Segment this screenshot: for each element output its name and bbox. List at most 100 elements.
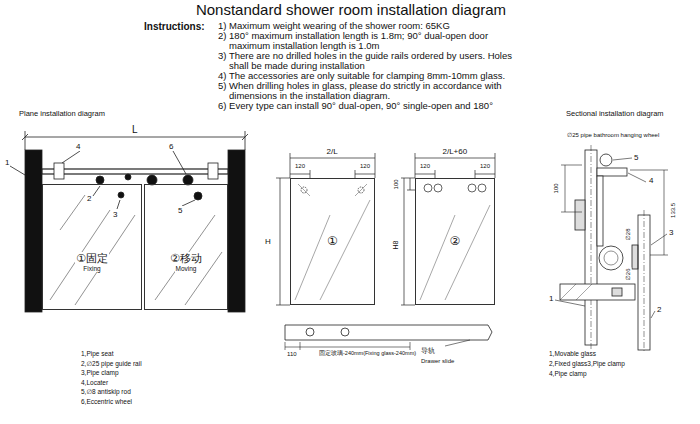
drawer-slide-part [300,342,301,350]
panel-drawing-part [295,215,330,300]
panel-title: ② [449,235,462,249]
instruction-item: 2) 180° maximum installation length is 1… [218,31,530,51]
section-drawing [555,145,668,352]
panel-drawing-part [290,158,375,159]
section-drawing-part [650,255,668,256]
panel-drawing-part [298,184,310,196]
section-drawing-part [612,288,622,296]
plane-drawing-part [117,200,120,209]
drawer-slide-part [285,342,286,350]
plane-drawing-part [208,163,218,179]
panel-drawing-part [434,184,442,192]
plane-drawing-part [25,150,42,312]
panel-drawing-part [401,305,415,306]
label: 110 [286,351,298,358]
label: 4 [648,176,654,185]
label: ∅25 pipe bathroom hanging wheel [566,132,660,139]
plane-drawing-part [155,215,215,300]
plane-drawing [10,131,248,312]
title: Nonstandard shower room installation dia… [0,1,700,18]
plane-drawing-part [245,131,246,150]
section-drawing-part [651,234,667,245]
section-drawing-part [644,210,645,352]
label: Instructions: [143,21,206,33]
label: 120 [359,163,371,170]
section-drawing-part [560,284,576,300]
drawer-slide-part [285,325,492,340]
section-drawing-part [664,170,665,255]
panel-drawing-part [475,174,495,175]
label: 5 [177,206,183,215]
section-drawing-part [561,165,582,166]
plane-drawing-part [75,215,135,305]
label: Plane installation diagram [18,110,106,119]
panel-title: ① [326,235,339,249]
drawer-slide-part [285,347,410,348]
section-drawing-part [613,158,632,160]
panel-drawing-part [290,174,310,175]
section-drawing-part [632,245,638,269]
panel-drawing-part [478,184,486,192]
label: 3 [668,228,674,237]
plane-drawing-part [93,186,100,196]
panel-drawing-part [310,170,311,178]
label: 1 [548,294,554,303]
label: 6,Eccentric wheel [80,398,133,405]
plane-drawing-part [42,169,228,174]
glass-panel: ① [290,178,375,305]
panel-drawing-part [404,178,405,305]
instruction-item: 6) Every type can install 90° dual-open,… [218,101,530,111]
panel-drawing-part [276,305,290,306]
panel-drawing-part [280,178,281,305]
dimension: 100 [393,178,400,190]
panel-drawing-part [415,158,495,159]
plane-drawing-part [118,192,124,198]
label: 固定玻璃-240mm(Fixing glass-240mm) [318,350,417,356]
plane-drawing-part [25,131,26,150]
label: 2,∅25 pipe guide rail [80,360,143,367]
section-drawing-part [560,284,635,300]
section-drawing-part [565,165,566,212]
section-drawing-part [591,145,592,352]
plane-drawing-part [242,134,248,140]
label: 2 [86,194,92,203]
label: 1 [4,158,10,167]
panel-drawing-part [415,174,435,175]
label: 2/L [326,147,339,156]
label: Drawer slide [420,358,455,365]
panel-drawing-part [355,184,367,196]
plane-drawing-part [96,176,104,184]
plane-drawing-part [54,163,64,179]
plane-drawing-part [173,151,186,174]
section-drawing-part [575,200,585,230]
label: H [264,237,272,246]
instruction-item: 3) There are no drilled holes in the gui… [218,51,530,71]
panel-drawing-part [355,174,375,175]
label: 3,Pipe clamp [80,369,120,376]
section-drawing-part [630,170,668,171]
drawer-slide-part [306,328,314,336]
section-drawing-part [555,300,585,306]
plane-drawing-part [25,137,245,138]
plane-drawing-part [62,151,80,163]
label: Sectional installation diagram [565,110,665,119]
panel-drawing-part [355,170,356,178]
label: 5,∅8 antiskip rod [80,388,132,395]
instruction-item: 5) When drilling holes in glass, please … [218,81,530,101]
panel-drawing-part [420,215,455,300]
section-drawing-part [576,284,592,300]
dimension: ∅26 [625,267,632,281]
panel-drawing-part [435,170,436,178]
dimension: 133.5 [670,201,677,218]
panel-title: ①固定 [75,252,109,265]
dimension: ∅28 [625,227,632,241]
plane-drawing-part [22,134,28,140]
label: L [131,124,139,136]
panel-drawing-part [468,184,476,192]
instruction-item: 1) Maximum weight wearing of the shower … [218,21,530,31]
plane-drawing-part [228,150,245,312]
section-drawing-part [628,173,646,182]
label: 5 [633,153,639,162]
panel-drawing-part [401,178,415,179]
